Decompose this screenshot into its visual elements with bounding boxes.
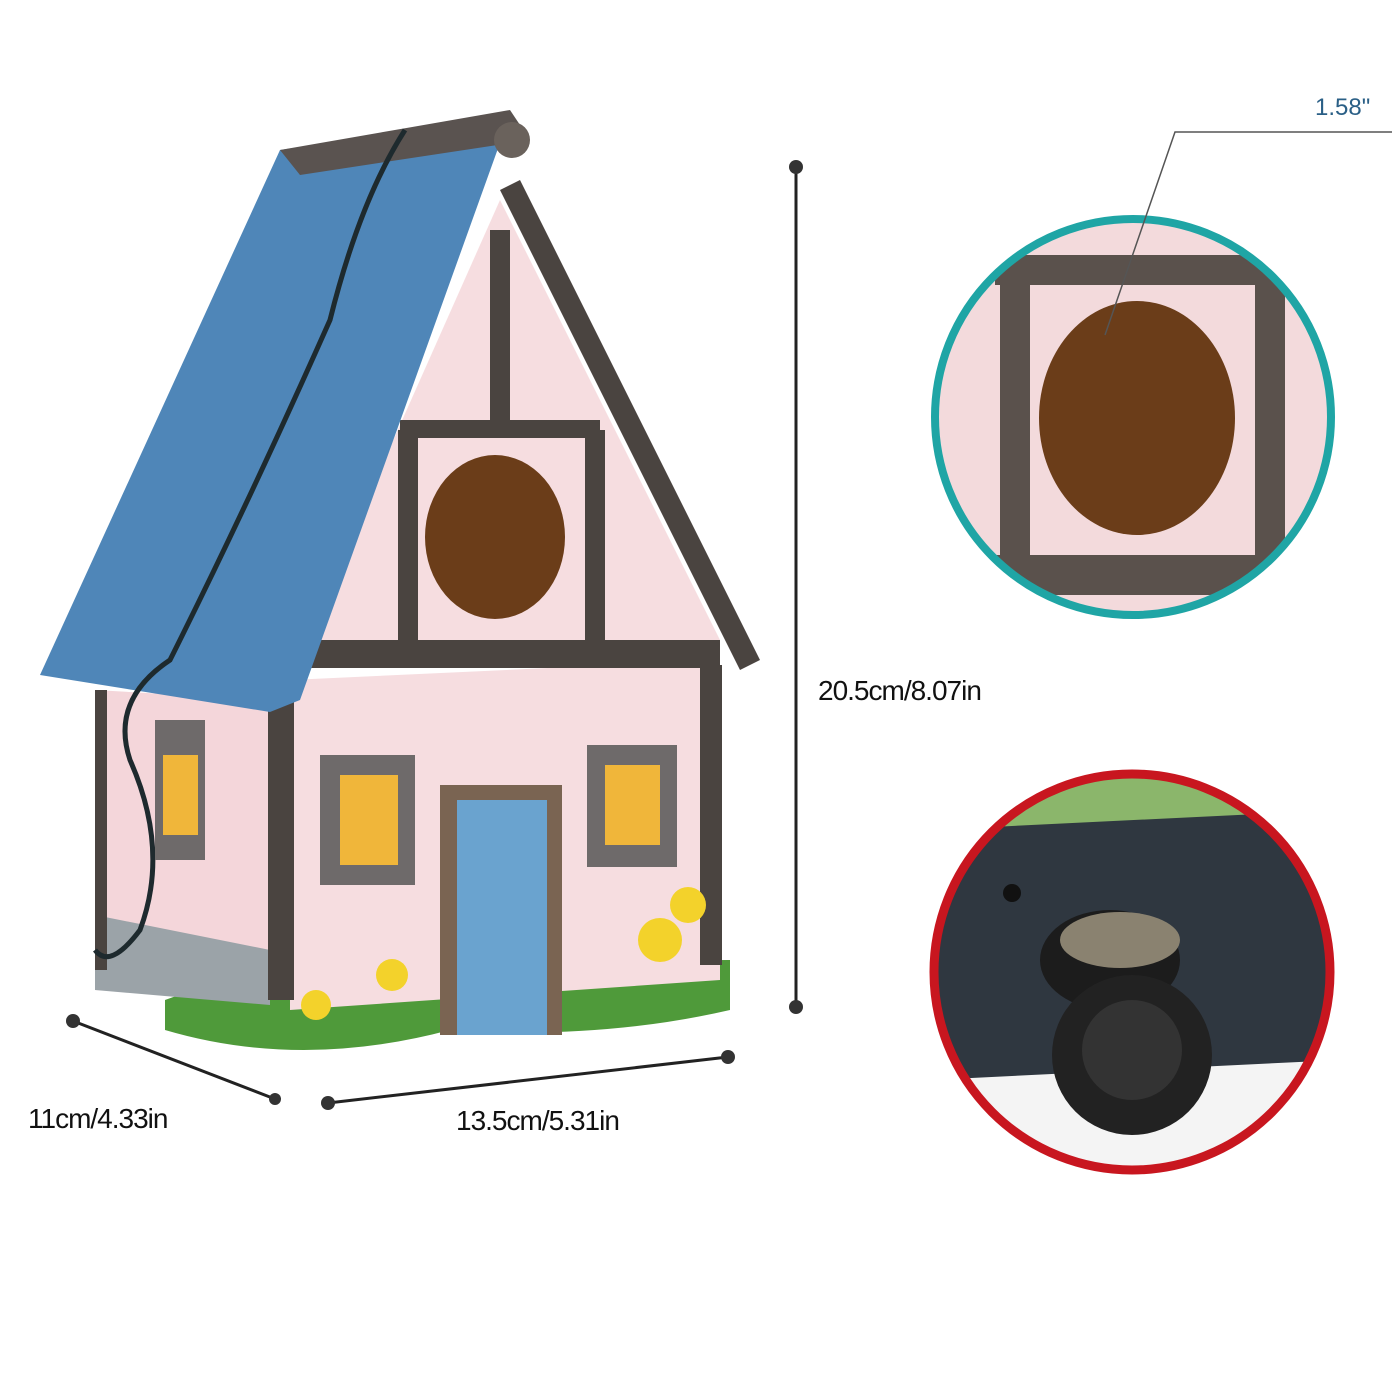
- hole-diameter-label: 1.58": [1315, 94, 1371, 121]
- depth-dimension-line: [66, 1014, 281, 1105]
- hole-size-leader-line: [1104, 131, 1392, 336]
- entrance-hole-detail: [931, 215, 1335, 619]
- height-label: 20.5cm/8.07in: [818, 675, 982, 706]
- birdhouse-image: [40, 110, 760, 1050]
- bottom-plug-detail: [929, 769, 1335, 1175]
- width-dimension-line: [321, 1050, 735, 1110]
- depth-label: 11cm/4.33in: [28, 1103, 168, 1134]
- height-dimension-line: [789, 160, 803, 1014]
- width-label: 13.5cm/5.31in: [456, 1105, 620, 1136]
